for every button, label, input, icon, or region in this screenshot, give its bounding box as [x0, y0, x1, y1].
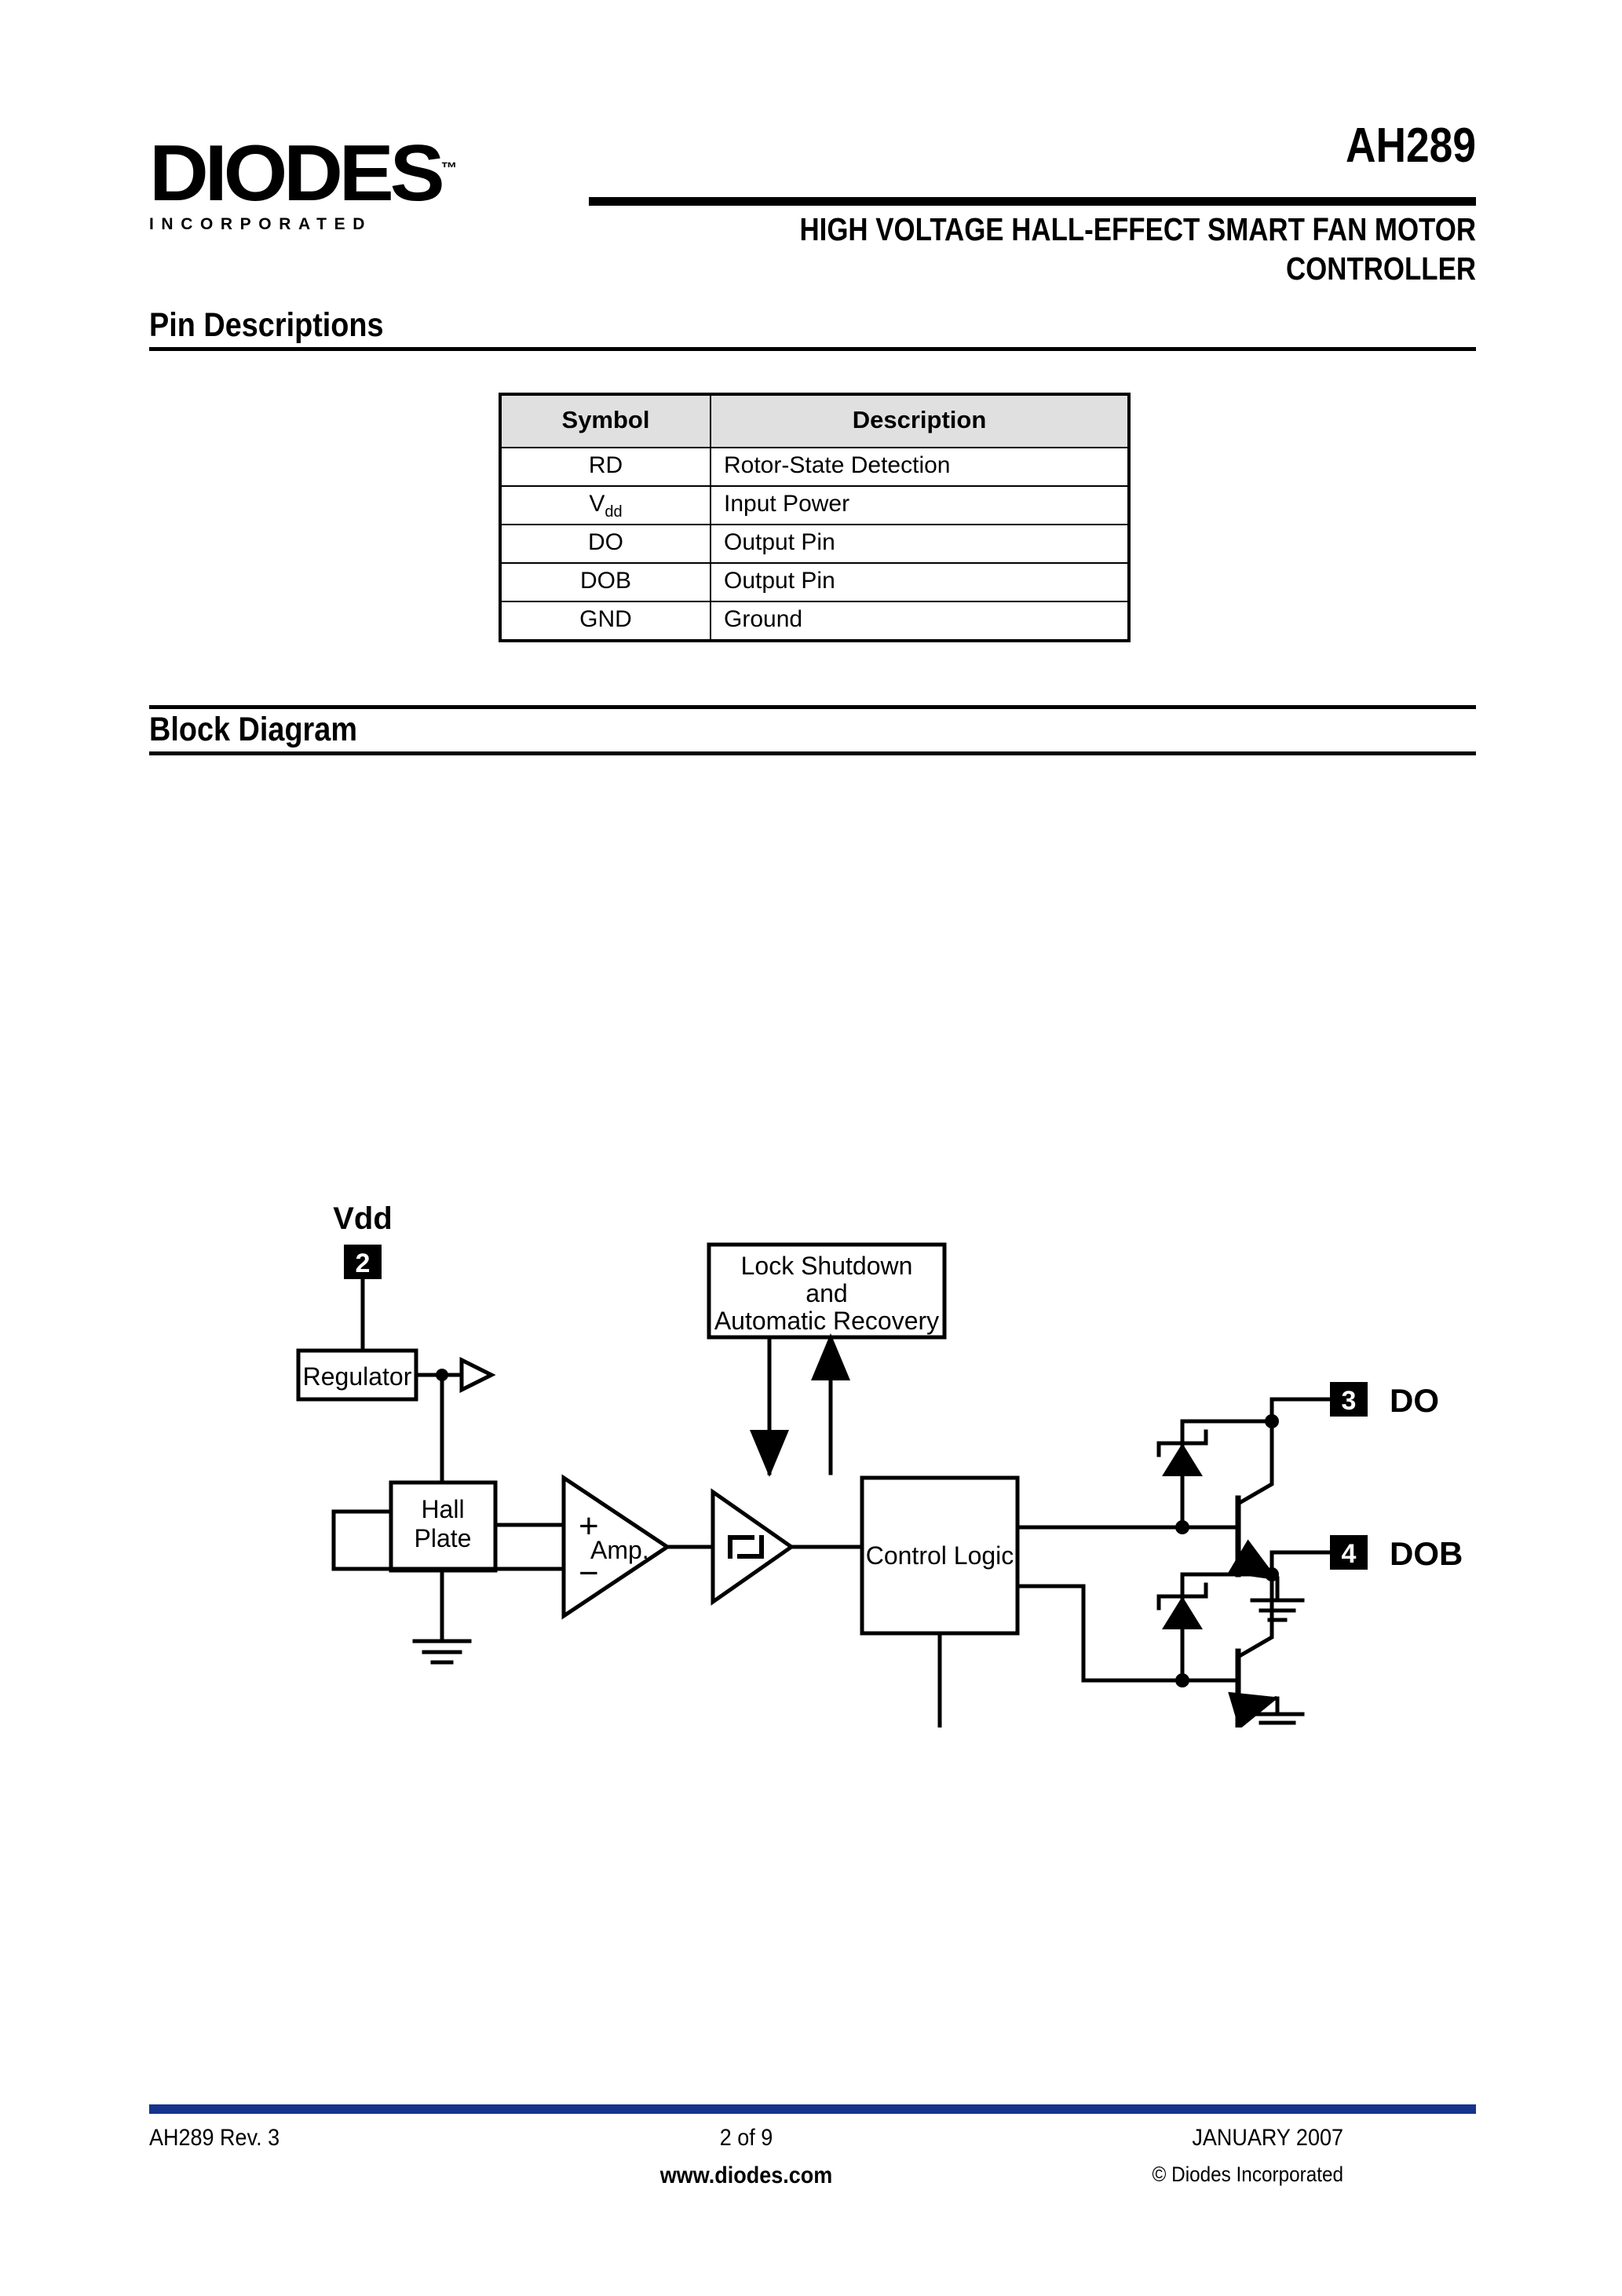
pin-label-do: DO [1390, 1382, 1439, 1419]
table-row: GND Ground [499, 601, 1130, 642]
trademark-icon: ™ [440, 159, 458, 177]
zener-diode-dob [1162, 1596, 1203, 1629]
ground-symbol-do [1250, 1598, 1305, 1622]
section-heading-block-diagram: Block Diagram [149, 711, 357, 748]
amp-minus-sign: − [579, 1554, 599, 1592]
hysteresis-icon [728, 1535, 764, 1559]
ground-symbol-dob [1250, 1712, 1305, 1725]
pin-label-dob: DOB [1390, 1535, 1463, 1572]
section-block-diagram: Block Diagram [149, 705, 1476, 756]
block-lock-shutdown [707, 1242, 947, 1340]
block-diagram-figure: Vdd 2 3 4 5 1 DO DOB GND RD Regulator Ha… [149, 801, 1476, 1727]
pin-number-3: 3 [1342, 1386, 1357, 1416]
header-divider-rule [589, 197, 1476, 206]
zener-cathode-dob [1156, 1582, 1208, 1610]
cell-description: Ground [710, 601, 1130, 642]
block-label-amp: Amp. [590, 1536, 649, 1564]
cell-symbol: RD [499, 447, 711, 487]
column-header-symbol: Symbol [499, 393, 711, 448]
block-regulator [296, 1348, 418, 1402]
wire-hall-left-loop [331, 1509, 498, 1571]
cell-description: Input Power [710, 485, 1130, 525]
wire-do-collector [1235, 1419, 1274, 1507]
wire-dob-emitter [1228, 1691, 1279, 1727]
junction-dot-dob-pin [1265, 1567, 1279, 1581]
junction-dot-do-pin [1265, 1414, 1279, 1428]
table-row: DO Output Pin [499, 524, 1130, 564]
block-label-control-logic: Control Logic [866, 1541, 1014, 1570]
section-rule-bottom [149, 751, 1476, 756]
table-row: DOB Output Pin [499, 562, 1130, 602]
cell-symbol-base: V [589, 491, 605, 517]
block-label-lock-line1: Lock Shutdown [741, 1252, 913, 1280]
footer-website-link[interactable]: www.diodes.com [659, 2163, 833, 2188]
block-control-logic [860, 1475, 1020, 1636]
footer-row-primary: AH289 Rev. 3 2 of 9 JANUARY 2007 [149, 2125, 1343, 2163]
logo-wordmark: DIODES™ [149, 130, 458, 218]
block-label-hall-plate-line1: Hall [421, 1495, 464, 1523]
cell-symbol: Vdd [499, 485, 711, 525]
wire-dob-to-pin [1269, 1550, 1332, 1577]
pin-label-vdd: Vdd [333, 1201, 393, 1236]
product-title-line2: CONTROLLER [1286, 250, 1476, 287]
section-rule [149, 347, 1476, 352]
block-label-hall-plate-line2: Plate [415, 1524, 472, 1552]
diodes-logo: DIODES™ INCORPORATED [149, 134, 577, 234]
column-header-description: Description [710, 393, 1130, 448]
footer-copyright: © Diodes Incorporated [1152, 2163, 1343, 2186]
cell-description: Output Pin [710, 562, 1130, 602]
table-header-row: Symbol Description [499, 393, 1130, 448]
footer-date: JANUARY 2007 [1192, 2125, 1343, 2151]
zener-diode-do [1162, 1443, 1203, 1476]
pin-number-4: 4 [1342, 1539, 1357, 1569]
buffer-triangle-icon [459, 1356, 496, 1394]
pin-box-4 [1330, 1535, 1368, 1570]
cell-symbol: GND [499, 601, 711, 642]
wire-dob-collector [1235, 1572, 1274, 1660]
product-title-line1: HIGH VOLTAGE HALL-EFFECT SMART FAN MOTOR [799, 211, 1476, 247]
ground-symbol-hall [412, 1639, 472, 1665]
amp-triangle [561, 1474, 671, 1620]
header-right: AH289 [612, 122, 1476, 170]
pin-descriptions-table: Symbol Description RD Rotor-State Detect… [499, 393, 1131, 642]
block-label-lock-line3: Automatic Recovery [714, 1307, 939, 1335]
page-header: DIODES™ INCORPORATED AH289 HIGH VOLTAGE … [149, 122, 1476, 291]
cell-symbol: DOB [499, 562, 711, 602]
product-title: HIGH VOLTAGE HALL-EFFECT SMART FAN MOTOR… [722, 210, 1476, 288]
cell-description: Rotor-State Detection [710, 447, 1130, 487]
pin-number-2: 2 [356, 1249, 371, 1278]
section-heading-pin-descriptions: Pin Descriptions [149, 306, 384, 344]
pin-box-2 [344, 1245, 382, 1279]
logo-subtext: INCORPORATED [149, 214, 372, 233]
block-label-regulator: Regulator [303, 1362, 412, 1391]
section-rule-top [149, 705, 1476, 709]
wire-control-logic-to-dob-base [1015, 1584, 1185, 1683]
wire-do-to-pin [1269, 1397, 1332, 1424]
page-footer: AH289 Rev. 3 2 of 9 JANUARY 2007 www.dio… [149, 2125, 1343, 2200]
footer-revision: AH289 Rev. 3 [149, 2125, 280, 2151]
section-pin-descriptions: Pin Descriptions [149, 306, 1476, 352]
schmitt-trigger-triangle [711, 1488, 795, 1606]
table-row: Vdd Input Power [499, 485, 1130, 525]
footer-page-number: 2 of 9 [719, 2125, 773, 2151]
cell-symbol: DO [499, 524, 711, 564]
zener-cathode-do [1156, 1429, 1208, 1457]
cell-description: Output Pin [710, 524, 1130, 564]
footer-rule [149, 2104, 1476, 2114]
cell-symbol-subscript: dd [605, 503, 623, 521]
footer-row-secondary: www.diodes.com © Diodes Incorporated [149, 2163, 1343, 2200]
amp-plus-sign: + [579, 1507, 599, 1545]
table-row: RD Rotor-State Detection [499, 447, 1130, 487]
part-number: AH289 [1346, 119, 1476, 173]
pin-box-3 [1330, 1382, 1368, 1417]
block-label-lock-line2: and [806, 1279, 847, 1307]
